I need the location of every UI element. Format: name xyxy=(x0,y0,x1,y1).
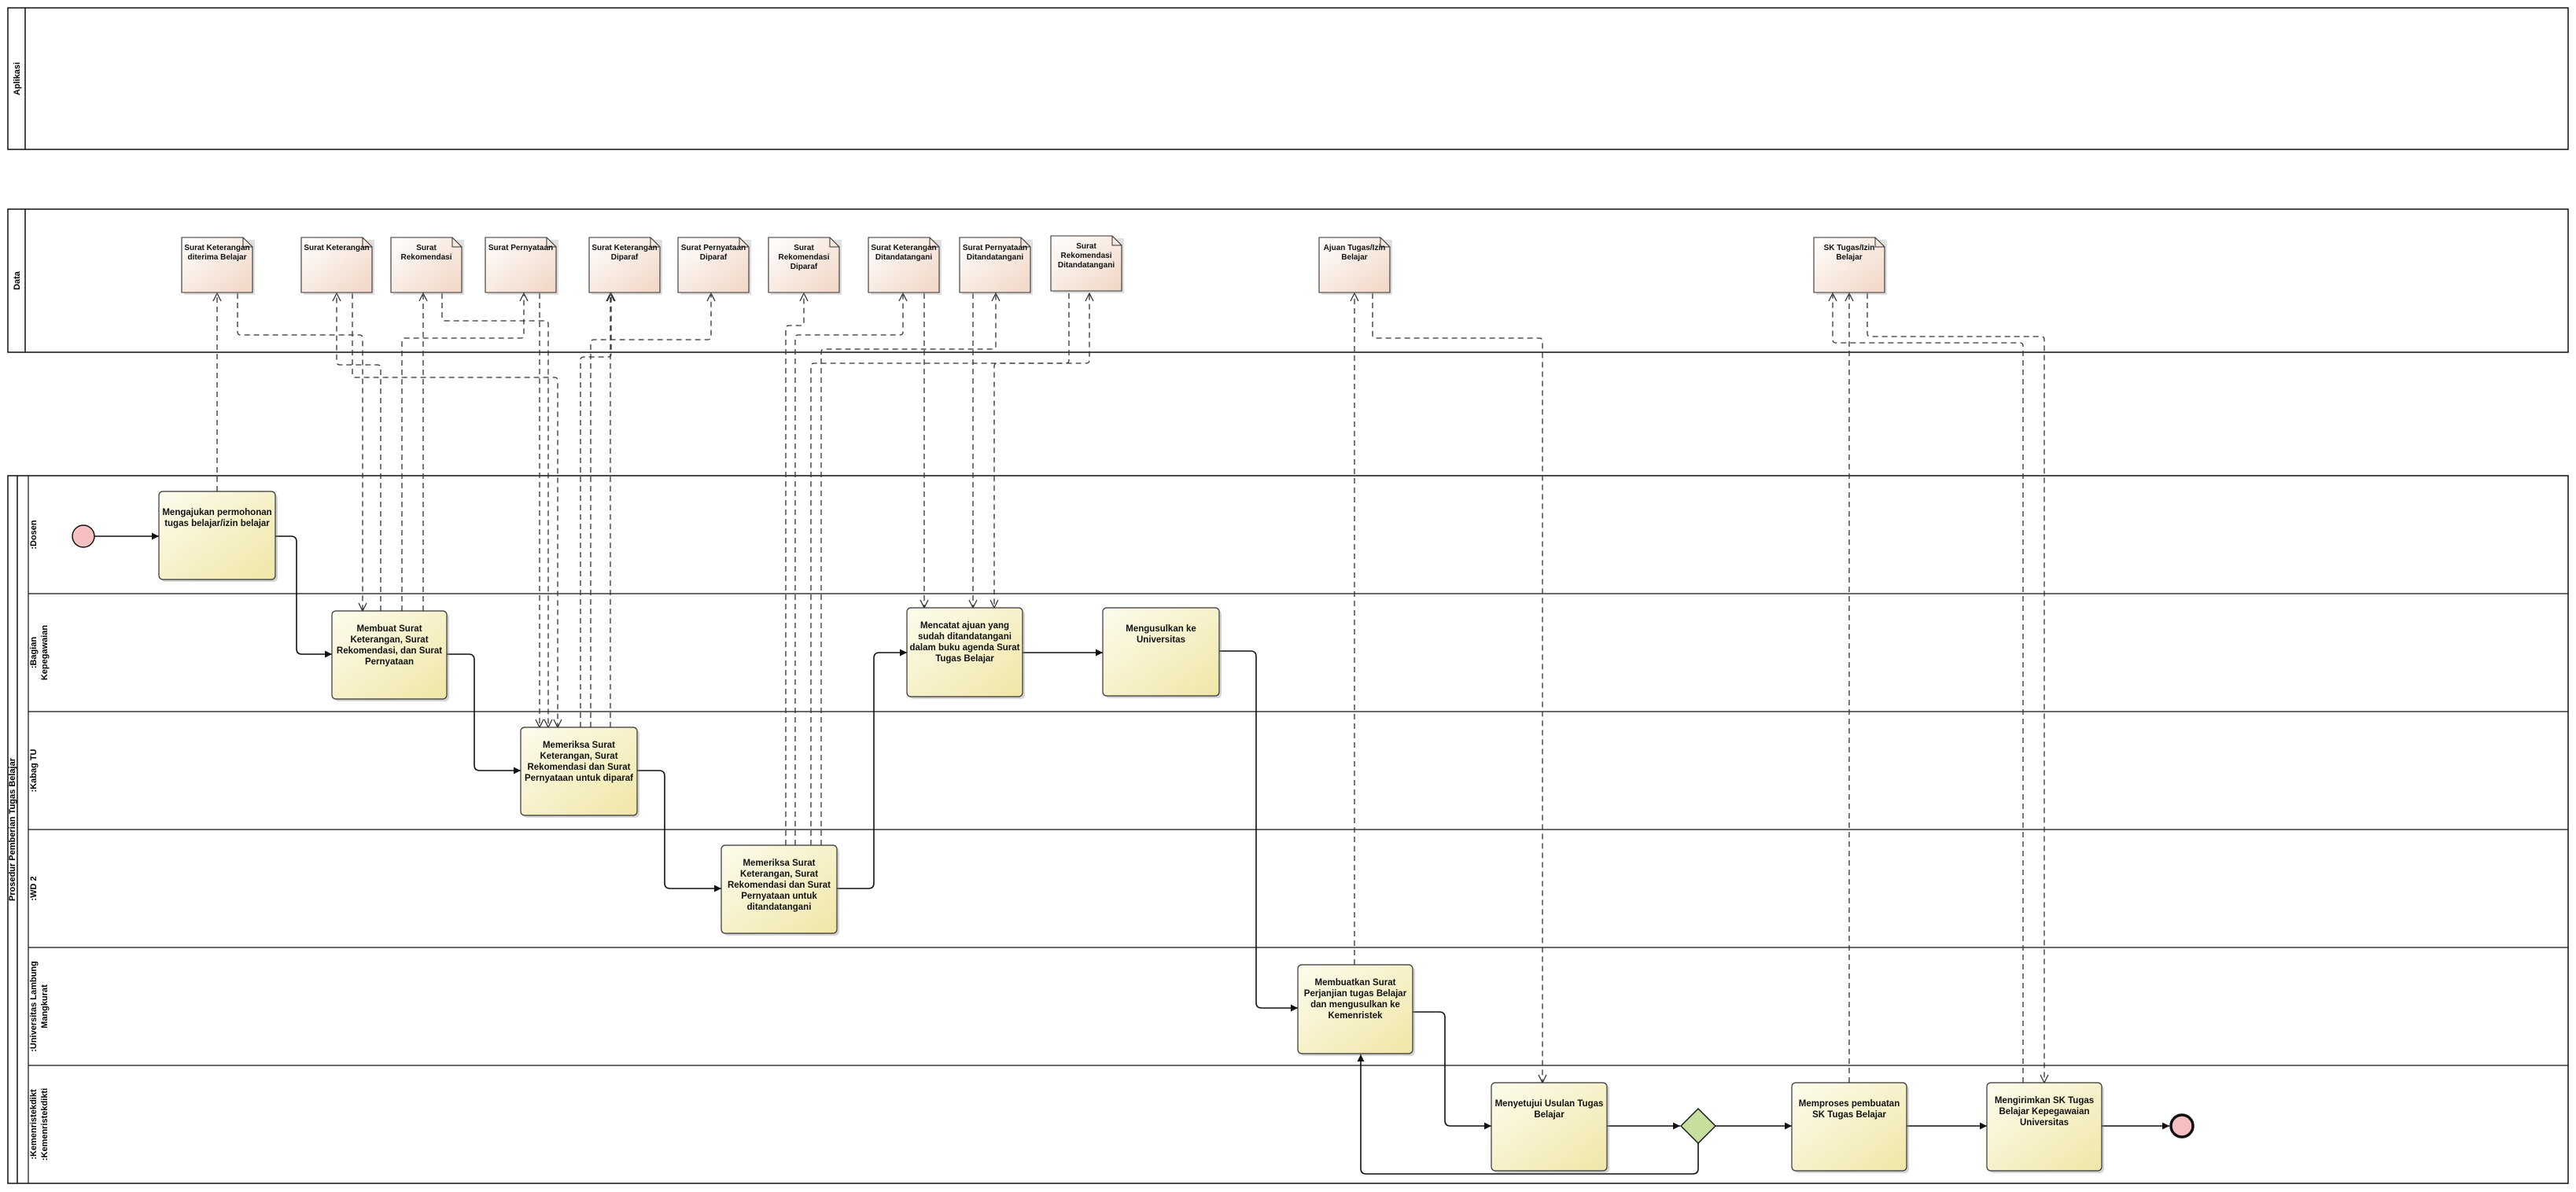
pool-aplikasi: Aplikasi xyxy=(7,7,2569,150)
lane-dividers xyxy=(28,593,2568,1066)
flow-t6-to-t7 xyxy=(1219,650,1298,1012)
assoc-t3-to-d6 xyxy=(590,293,711,727)
flow-gateway-loop-to-t7 xyxy=(1357,1054,1699,1175)
flow-t2-to-t3 xyxy=(447,653,521,774)
assoc-t4-to-d8 xyxy=(794,293,903,845)
pool-label-data: Data xyxy=(13,270,22,290)
lane-label-wd2: :WD 2 xyxy=(29,876,39,900)
flow-t3-to-t4 xyxy=(637,770,721,892)
flow-t1-to-t2 xyxy=(275,535,332,658)
sequence-flows xyxy=(94,532,2169,1175)
assoc-d12-to-t10 xyxy=(1867,293,2044,1083)
flow-t7-to-t8 xyxy=(1413,1011,1491,1130)
start-event xyxy=(72,524,95,548)
data-object-label: Surat Pernyataan xyxy=(488,244,553,252)
pool-label-prosedur: Prosedur Pemberian Tugas Belajar xyxy=(8,757,17,901)
assoc-d1-to-t2 xyxy=(237,293,363,611)
flow-t4-to-t5 xyxy=(837,649,907,889)
exclusive-gateway xyxy=(1680,1108,1716,1144)
data-object-label: Surat Keterangan xyxy=(304,244,369,252)
lane-label-dosen: :Dosen xyxy=(29,520,39,550)
assoc-t3-to-d5 xyxy=(580,293,611,727)
assoc-t4-to-d10 xyxy=(810,293,1089,845)
assoc-d11-to-t8 xyxy=(1372,293,1542,1083)
end-event xyxy=(2169,1113,2195,1139)
pool-label-aplikasi: Aplikasi xyxy=(13,62,22,95)
assoc-d3-to-t3 xyxy=(441,293,548,727)
data-object-d2[interactable]: Surat Keterangan xyxy=(300,237,374,295)
lane-label-kabag: :Kabag TU xyxy=(29,749,39,792)
assoc-t2-to-d2 xyxy=(337,293,381,611)
assoc-t2-to-d4 xyxy=(401,293,524,611)
data-associations xyxy=(217,293,2044,1083)
lane-label-kemen: :Kemenristekdikt:Kemenristekdikti xyxy=(29,1088,50,1161)
events xyxy=(72,524,2195,1144)
assoc-t10-to-d12-a xyxy=(1833,293,2024,1083)
data-object-d4[interactable]: Surat Pernyataan xyxy=(485,237,558,295)
assoc-t4-to-d9 xyxy=(820,293,996,845)
assoc-d10-to-t5 xyxy=(994,293,1070,608)
